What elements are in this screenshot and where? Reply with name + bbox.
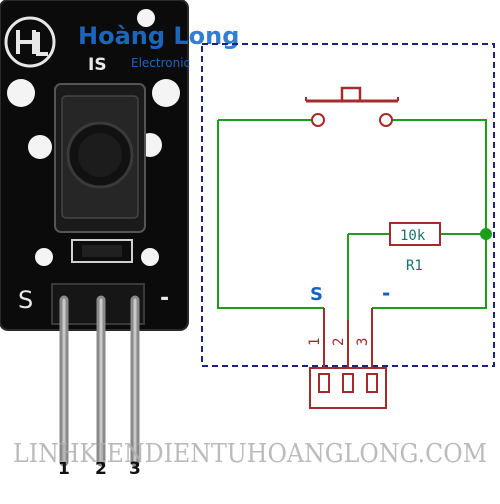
connector-pin-number-3: 3: [355, 338, 371, 346]
schematic: 10k R1 S - 1 2 3: [201, 43, 495, 409]
mounting-hole-right-top: [152, 79, 180, 107]
pad-hole-right: [141, 248, 159, 266]
mounting-hole-left-mid: [28, 135, 52, 159]
watermark-text: LINHKIENDIENTUHOANGLONG.COM: [13, 439, 487, 469]
connector-slot-3: [366, 373, 378, 393]
module-pin-label-2: 2: [95, 459, 107, 479]
switch-contact-right: [379, 113, 393, 127]
module-pin-label-1: 1: [58, 459, 70, 479]
module-pins: [59, 295, 140, 467]
mounting-hole-top: [137, 9, 155, 27]
connector-slot-1: [318, 373, 330, 393]
resistor-value: 10k: [400, 228, 426, 244]
wire-left-signal: [217, 120, 324, 309]
wire-right-top: [392, 119, 487, 234]
module-pin-label-3: 3: [129, 459, 141, 479]
resistor-reference: R1: [406, 258, 423, 274]
connector-pin-lines: [323, 308, 373, 375]
switch-button-icon: [340, 86, 362, 101]
connector-housing: [309, 367, 387, 409]
switch-bar-ends: [305, 97, 399, 101]
connector-pin-number-1: 1: [307, 338, 323, 346]
schematic-s-label: S: [310, 284, 323, 305]
resistor-symbol: [389, 222, 441, 246]
smd-resistor: [82, 245, 122, 257]
junction-dot: [480, 228, 492, 240]
connector-slot-2: [342, 373, 354, 393]
logo-tagline: Electronic: [131, 56, 190, 70]
module-s-mark: S: [18, 286, 33, 314]
module-photo: IS S - 1 2 3: [0, 0, 189, 479]
logo-monogram-icon: [16, 30, 48, 56]
mounting-hole-left-top: [7, 79, 35, 107]
module-minus-mark: -: [160, 286, 169, 311]
module-silk-label: IS: [88, 55, 107, 75]
push-button-center: [78, 133, 122, 177]
wire-right-ground: [372, 234, 487, 309]
pad-hole-left: [35, 248, 53, 266]
push-switch-symbol: [305, 86, 399, 127]
connector-pin-number-2: 2: [331, 338, 347, 346]
logo-brand-name: Hoàng Long: [78, 22, 239, 50]
logo-ring: [4, 16, 56, 68]
brand-logo: Hoàng Long Electronic: [4, 16, 239, 70]
switch-contact-left: [311, 113, 325, 127]
schematic-wires: [217, 119, 487, 320]
schematic-minus-label: -: [382, 281, 390, 305]
